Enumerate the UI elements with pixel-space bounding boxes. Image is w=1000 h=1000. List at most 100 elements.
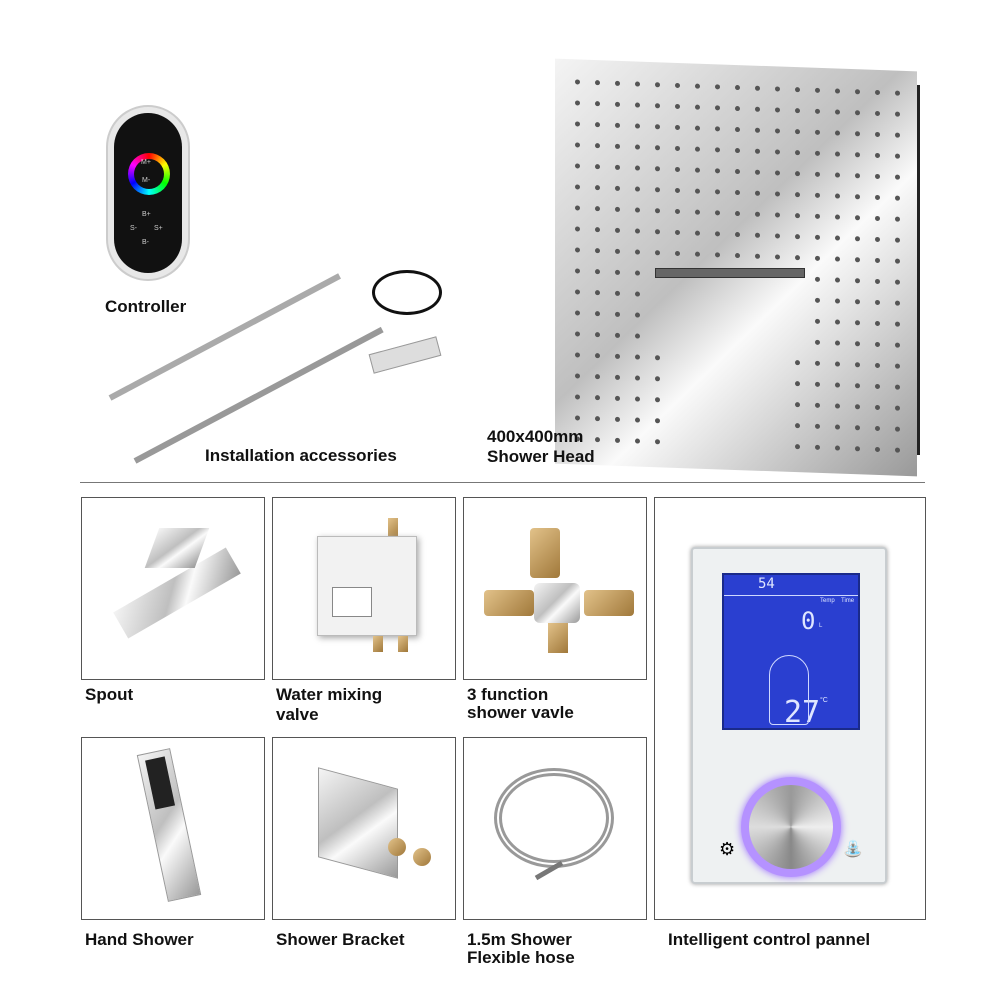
nozzle — [655, 229, 660, 235]
nozzle — [895, 405, 900, 411]
nozzle — [735, 84, 740, 91]
hose-box — [463, 737, 647, 920]
shower-mode-icon[interactable]: ⛲ — [843, 841, 863, 858]
nozzle — [735, 210, 740, 217]
nozzle — [875, 404, 880, 411]
nozzle — [675, 103, 680, 110]
lcd-screen: 54 Temp Time 0 L 27 °C — [722, 573, 860, 730]
nozzle — [895, 111, 900, 117]
flexible-hose — [494, 768, 614, 868]
nozzle — [855, 215, 860, 221]
nozzle — [895, 426, 900, 432]
nozzle — [875, 362, 880, 369]
nozzle — [635, 333, 640, 339]
nozzle — [595, 395, 600, 401]
nozzle — [735, 126, 740, 133]
nozzle — [875, 278, 880, 285]
remote-button: M- — [142, 177, 151, 184]
nozzle — [755, 232, 760, 238]
nozzle — [855, 236, 860, 242]
nozzle — [575, 331, 580, 337]
nozzle — [895, 258, 900, 264]
nozzle — [635, 207, 640, 213]
nozzle — [875, 383, 880, 390]
nozzle — [575, 289, 580, 295]
nozzle — [575, 184, 580, 190]
hand-shower — [136, 748, 202, 902]
accessories-label: Installation accessories — [205, 446, 397, 465]
nozzle — [835, 172, 840, 178]
nozzle — [675, 229, 680, 236]
function-valve-label-2: shower vavle — [467, 703, 574, 722]
function-valve — [534, 583, 580, 623]
nozzle — [595, 269, 600, 275]
nozzle — [575, 394, 580, 400]
nozzle — [715, 189, 720, 195]
nozzle — [875, 110, 880, 117]
nozzle — [695, 230, 700, 236]
remote-button: S+ — [154, 225, 163, 232]
nozzle — [795, 150, 800, 156]
nozzle — [635, 354, 640, 360]
nozzle — [855, 278, 860, 284]
nozzle — [875, 236, 880, 243]
nozzle — [675, 187, 680, 194]
nozzle — [595, 164, 600, 170]
hose-pipe — [133, 326, 384, 464]
nozzle — [875, 89, 880, 96]
nozzle — [855, 383, 860, 389]
nozzle — [635, 270, 640, 276]
nozzle — [695, 146, 700, 152]
nozzle — [795, 129, 800, 135]
nozzle — [835, 151, 840, 157]
bracket-box — [272, 737, 456, 920]
nozzle — [615, 374, 620, 380]
nozzle — [595, 416, 600, 422]
nozzle — [895, 279, 900, 285]
nozzle — [695, 125, 700, 131]
nozzle — [815, 192, 820, 198]
nozzle — [815, 234, 820, 240]
nozzle — [615, 80, 620, 86]
nozzle — [715, 105, 720, 111]
flow-value: 0 — [801, 607, 816, 635]
nozzle — [855, 173, 860, 179]
nozzle — [855, 341, 860, 347]
nozzle — [615, 290, 620, 296]
col-time: Time — [841, 598, 855, 604]
nozzle — [575, 163, 580, 169]
nozzle — [655, 397, 660, 403]
nozzle — [795, 255, 800, 261]
nozzle — [575, 247, 580, 253]
function-valve-label-1: 3 function — [467, 685, 549, 704]
nozzle — [895, 384, 900, 390]
panel-label: Intelligent control pannel — [668, 930, 871, 949]
nozzle — [795, 213, 800, 219]
function-valve-box — [463, 497, 647, 680]
nozzle — [835, 403, 840, 409]
nozzle — [835, 130, 840, 136]
nozzle — [615, 437, 620, 443]
nozzle — [855, 320, 860, 326]
nozzle — [875, 152, 880, 159]
temperature-knob[interactable] — [741, 777, 841, 877]
nozzle — [855, 131, 860, 137]
nozzle — [635, 375, 640, 381]
nozzle — [595, 353, 600, 359]
nozzle — [715, 210, 720, 216]
nozzle — [855, 446, 860, 452]
nozzle — [655, 250, 660, 256]
shower-bracket — [318, 767, 398, 879]
hose-pipe — [108, 273, 341, 401]
nozzle — [775, 86, 780, 92]
mixing-valve — [317, 536, 417, 636]
nozzle — [815, 108, 820, 114]
nozzle — [575, 100, 580, 106]
nozzle — [695, 83, 700, 89]
nozzle — [735, 168, 740, 175]
settings-gear-icon[interactable]: ⚙ — [719, 839, 736, 859]
nozzle — [835, 109, 840, 115]
nozzle — [615, 248, 620, 254]
nozzle — [895, 342, 900, 348]
nozzle — [875, 425, 880, 432]
